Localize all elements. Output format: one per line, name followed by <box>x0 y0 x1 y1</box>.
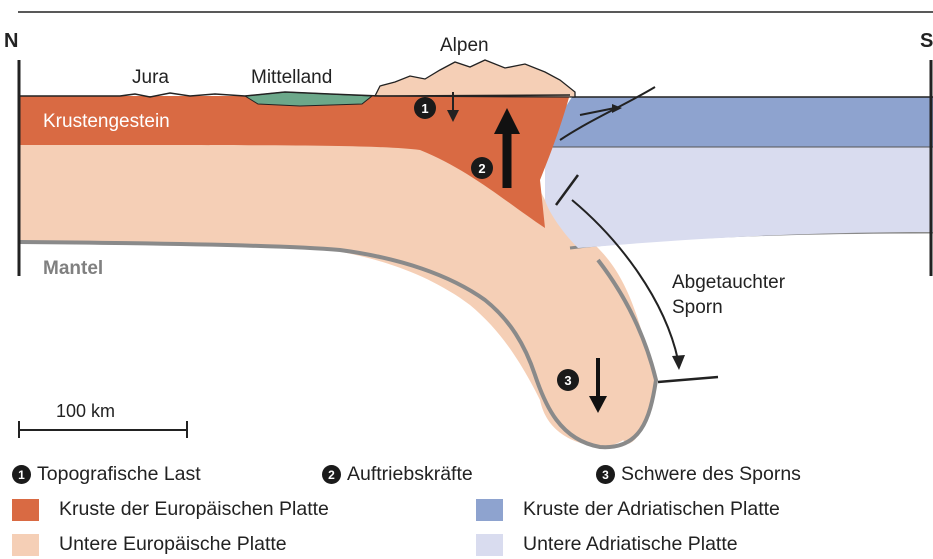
swatch-lower-adriatic <box>476 534 503 556</box>
force-number-3: 3 <box>596 465 615 484</box>
force-legend-3: 3 Schwere des Sporns <box>596 463 801 486</box>
legend-label-lower-european: Untere Europäische Platte <box>59 533 287 556</box>
force-legend-1: 1 Topografische Last <box>12 463 201 486</box>
marker-1: 1 <box>421 101 428 116</box>
force-number-1: 1 <box>12 465 31 484</box>
legend-label-adriatic-crust: Kruste der Adriatischen Platte <box>523 498 780 521</box>
cross-section-diagram: 1 2 3 N S Jura Mittelland Alpen Krusteng… <box>0 0 933 459</box>
swatch-lower-european <box>12 534 39 556</box>
marker-3: 3 <box>564 373 571 388</box>
adriatic-crust <box>540 97 933 147</box>
label-alpen: Alpen <box>440 35 489 56</box>
force-label-3: Schwere des Sporns <box>621 463 801 486</box>
label-mittelland: Mittelland <box>251 67 332 88</box>
label-mantel: Mantel <box>43 258 103 279</box>
legend-lower-adriatic: Untere Adriatische Platte <box>476 533 738 556</box>
label-krustengestein: Krustengestein <box>43 111 170 132</box>
label-abgetauchter: Abgetauchter <box>672 272 786 293</box>
legend-lower-european: Untere Europäische Platte <box>12 533 287 556</box>
scale-bar-label: 100 km <box>56 401 115 421</box>
alps-relief <box>375 60 575 97</box>
swatch-adriatic-crust <box>476 499 503 521</box>
force-label-2: Auftriebskräfte <box>347 463 473 486</box>
swatch-european-crust <box>12 499 39 521</box>
lower-adriatic-plate <box>545 143 933 248</box>
force-number-2: 2 <box>322 465 341 484</box>
label-sporn: Sporn <box>672 297 723 318</box>
marker-2: 2 <box>478 161 485 176</box>
legend-european-crust: Kruste der Europäischen Platte <box>12 498 329 521</box>
force-legend-2: 2 Auftriebskräfte <box>322 463 473 486</box>
legend-label-european-crust: Kruste der Europäischen Platte <box>59 498 329 521</box>
label-north: N <box>4 30 18 52</box>
force-label-1: Topografische Last <box>37 463 201 486</box>
label-south: S <box>920 30 933 52</box>
legend-adriatic-crust: Kruste der Adriatischen Platte <box>476 498 780 521</box>
label-jura: Jura <box>132 67 169 88</box>
legend-label-lower-adriatic: Untere Adriatische Platte <box>523 533 738 556</box>
